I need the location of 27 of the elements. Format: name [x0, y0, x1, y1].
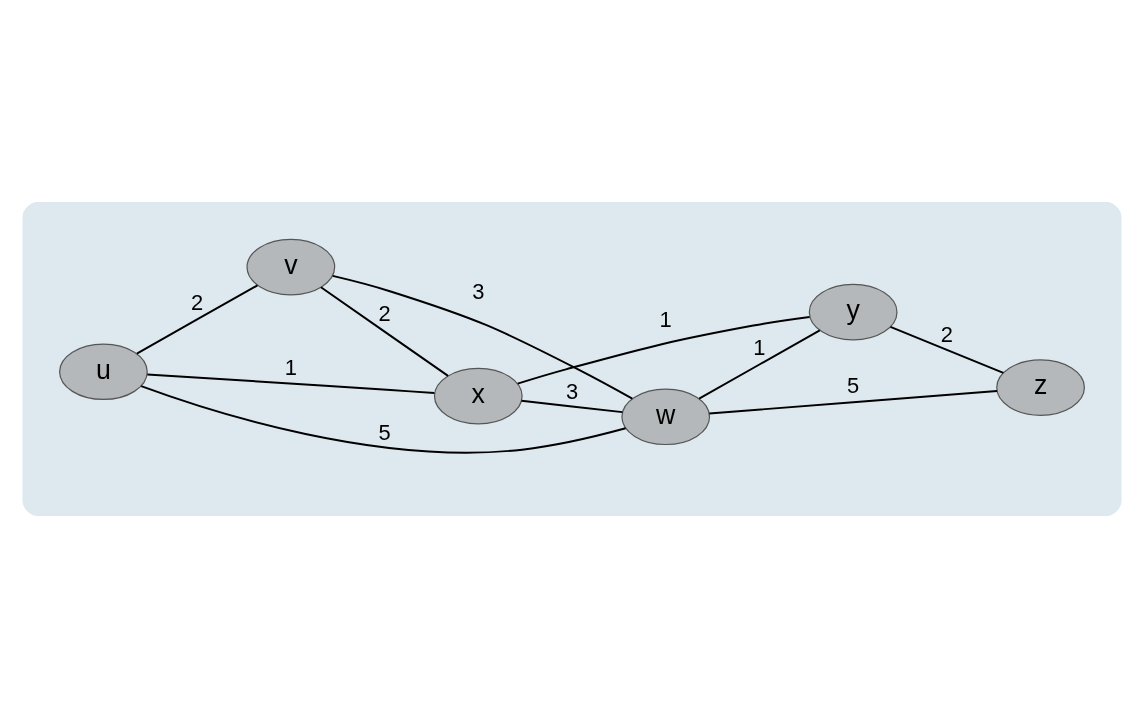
edge-label: 2 — [191, 290, 204, 316]
edge-label: 3 — [565, 379, 579, 405]
edge-label: 1 — [659, 307, 672, 333]
edge-label: 1 — [284, 354, 297, 380]
connector — [708, 389, 998, 415]
node-ellipse: w — [621, 388, 711, 446]
connector — [135, 284, 259, 355]
connector — [140, 385, 627, 454]
edge-label: 5 — [847, 372, 860, 398]
edge-label: 1 — [753, 335, 766, 361]
connector — [320, 286, 450, 377]
edge-label: 2 — [378, 301, 391, 327]
connector — [698, 329, 821, 400]
node-ellipse: y — [808, 283, 898, 341]
edge-label: 5 — [378, 420, 391, 446]
connector — [889, 325, 1005, 374]
connector — [516, 316, 811, 385]
cluster — [22, 202, 1122, 516]
node-ellipse: z — [996, 359, 1085, 416]
edge-label: 2 — [940, 321, 953, 347]
edge-label: 3 — [472, 279, 485, 305]
connector — [331, 274, 634, 400]
node-ellipse: x — [433, 367, 523, 425]
node-ellipse: u — [59, 343, 148, 401]
connector — [520, 399, 624, 414]
connector — [146, 373, 436, 395]
node-ellipse: v — [246, 238, 336, 296]
